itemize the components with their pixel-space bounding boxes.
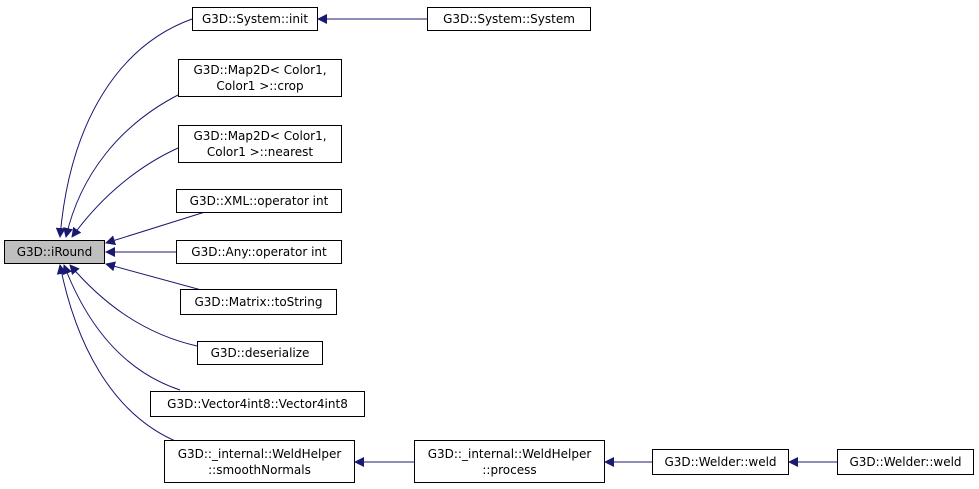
edge-weldhelper-smooth-to-iround [56, 264, 181, 444]
node-iround[interactable]: G3D::iRound [4, 240, 105, 264]
node-weldhelper-process[interactable]: G3D::_internal::WeldHelper ::process [414, 440, 605, 483]
node-system-init-label: G3D::System::init [201, 12, 309, 26]
edge-map2d-crop-to-iround [63, 94, 179, 238]
node-vector4int8-label: G3D::Vector4int8::Vector4int8 [167, 397, 348, 411]
node-deserialize-label: G3D::deserialize [210, 346, 310, 360]
node-map2d-nearest[interactable]: G3D::Map2D< Color1, Color1 >::nearest [178, 125, 342, 163]
node-map2d-crop-label-1: G3D::Map2D< Color1, [193, 63, 327, 77]
node-map2d-crop-label-2: Color1 >::crop [216, 79, 304, 93]
node-matrix-tostring-label: G3D::Matrix::toString [194, 295, 323, 309]
node-vector4int8[interactable]: G3D::Vector4int8::Vector4int8 [150, 391, 365, 417]
node-map2d-crop[interactable]: G3D::Map2D< Color1, Color1 >::crop [178, 59, 342, 97]
edge-map2d-nearest-to-iround [71, 147, 179, 238]
edge-vector4int8-to-iround [62, 264, 181, 391]
node-deserialize[interactable]: G3D::deserialize [197, 341, 323, 365]
node-weldhelper-smooth-label-1: G3D::_internal::WeldHelper [177, 446, 342, 461]
node-weldhelper-process-label-1: G3D::_internal::WeldHelper [427, 446, 592, 461]
node-welder-weld-b-label: G3D::Welder::weld [849, 455, 962, 469]
node-xml-op-int-label: G3D::XML::operator int [189, 194, 329, 208]
node-welder-weld-a[interactable]: G3D::Welder::weld [652, 449, 789, 475]
node-weldhelper-smooth-label-2: ::smoothNormals [208, 462, 311, 477]
edge-deserialize-to-iround [69, 264, 198, 347]
edge-xml-op-int-to-iround [105, 211, 206, 246]
edge-system-init-to-iround [55, 18, 193, 238]
node-welder-weld-a-label: G3D::Welder::weld [664, 455, 777, 469]
node-map2d-nearest-label-1: G3D::Map2D< Color1, [193, 129, 327, 143]
node-matrix-tostring[interactable]: G3D::Matrix::toString [180, 289, 337, 315]
node-map2d-nearest-label-2: Color1 >::nearest [206, 145, 314, 159]
node-any-op-int-label: G3D::Any::operator int [191, 245, 327, 259]
edge-matrix-tostring-to-iround [105, 261, 206, 292]
node-any-op-int[interactable]: G3D::Any::operator int [176, 240, 342, 264]
node-system-init[interactable]: G3D::System::init [192, 7, 318, 31]
node-system-ctor[interactable]: G3D::System::System [427, 7, 591, 31]
node-iround-label: G3D::iRound [16, 245, 93, 259]
node-weldhelper-smooth[interactable]: G3D::_internal::WeldHelper ::smoothNorma… [164, 440, 355, 483]
node-xml-op-int[interactable]: G3D::XML::operator int [176, 189, 342, 213]
node-welder-weld-b[interactable]: G3D::Welder::weld [837, 449, 974, 475]
node-weldhelper-process-label-2: ::process [482, 462, 537, 477]
node-system-ctor-label: G3D::System::System [443, 12, 575, 26]
